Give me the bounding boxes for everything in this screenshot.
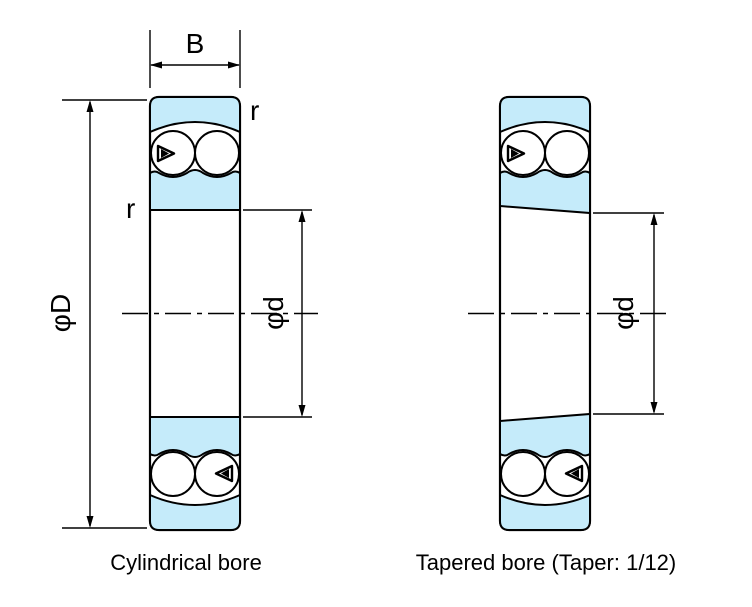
ball	[150, 451, 196, 497]
arrow-up-icon	[86, 100, 94, 112]
cage-icon	[511, 149, 519, 158]
outer-ring-top	[499, 96, 591, 134]
label-B: B	[186, 28, 205, 59]
arrow-up-icon	[650, 213, 658, 225]
cage-icon	[221, 469, 229, 478]
inner-ring-top-tapered	[499, 169, 591, 215]
label-phi-d-right: φd	[608, 296, 639, 330]
outer-ring-top	[149, 96, 241, 134]
dimension-phi-d-left: φd	[243, 209, 312, 418]
cage-icon	[571, 469, 579, 478]
arrow-right-icon	[228, 61, 240, 69]
cage-icon	[161, 149, 169, 158]
dimension-phi-D: φD	[45, 99, 147, 529]
arrow-up-icon	[298, 210, 306, 222]
outer-ring-bottom	[499, 493, 591, 531]
outer-ring-bottom	[149, 493, 241, 531]
inner-ring-bottom	[149, 416, 241, 458]
cylindrical-bore-bearing	[122, 95, 318, 532]
caption-cylindrical-bore: Cylindrical bore	[110, 550, 262, 575]
ball	[194, 130, 240, 176]
tapered-bore-bearing	[468, 95, 672, 532]
label-phi-D: φD	[45, 294, 76, 332]
dimension-phi-d-right: φd	[593, 212, 664, 415]
label-phi-d-left: φd	[258, 296, 289, 330]
label-r-side: r	[126, 193, 135, 224]
ball	[544, 130, 590, 176]
arrow-down-icon	[86, 516, 94, 528]
inner-ring-top	[149, 169, 241, 211]
dimension-B: B	[149, 28, 241, 88]
arrow-left-icon	[150, 61, 162, 69]
caption-tapered-bore: Tapered bore (Taper: 1/12)	[416, 550, 677, 575]
arrow-down-icon	[298, 405, 306, 417]
label-r-top: r	[250, 95, 259, 126]
ball	[500, 451, 546, 497]
arrow-down-icon	[650, 402, 658, 414]
inner-ring-bottom-tapered	[499, 412, 591, 458]
